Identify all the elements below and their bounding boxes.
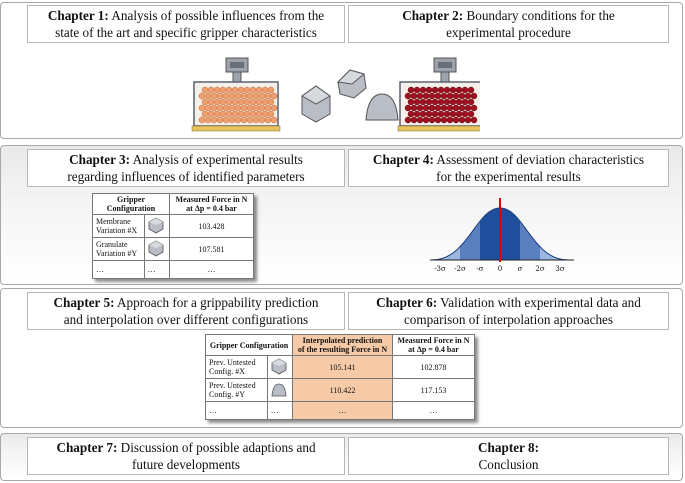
row-name: Membrane Variation #X <box>92 214 145 238</box>
row-measured: 102.878 <box>392 355 475 379</box>
chapter-4-box: Chapter 4: Assessment of deviation chara… <box>348 149 669 187</box>
chapter-4-text-2: for the experimental results <box>436 169 581 184</box>
chapter-8-label: Chapter 8: <box>478 440 539 455</box>
row-measured: 117.153 <box>392 378 475 402</box>
chapter-1-text-1: Analysis of possible influences from the <box>108 8 325 23</box>
row-value: … <box>169 260 254 279</box>
gripper-configuration-header: Gripper Configuration <box>92 193 170 215</box>
measured-header-line1: Measured Force in N <box>397 336 470 345</box>
chapter-1-box: Chapter 1: Analysis of possible influenc… <box>27 5 345 43</box>
measured-force-header: Measured Force in N at Δp = 0.4 bar <box>392 334 475 356</box>
interpolated-header-line1: Interpolated prediction <box>302 336 383 345</box>
measured-force-header-line2: at Δp = 0.4 bar <box>186 204 237 213</box>
row-value: 107.581 <box>169 237 254 261</box>
tick-0: 0 <box>498 265 502 273</box>
orange-granulate-container-icon <box>191 57 281 132</box>
chapter-8-box: Chapter 8: Conclusion <box>348 437 669 475</box>
chapter-2-label: Chapter 2: <box>402 8 464 23</box>
gripper-icon <box>143 214 171 238</box>
gripper-configuration-header: Gripper Configuration <box>205 334 293 356</box>
chapter-3-text-1: Analysis of experimental results <box>130 152 303 167</box>
table-header-row: Gripper Configuration Measured Force in … <box>92 193 254 215</box>
row-name: Granulate Variation #Y <box>92 237 145 261</box>
gripper-shapes-icon <box>301 69 399 123</box>
tick-p1: σ <box>518 265 523 273</box>
measurement-table: Gripper Configuration Measured Force in … <box>92 193 254 279</box>
tick-m2: -2σ <box>454 265 466 273</box>
chapter-5-text-2: and interpolation over different configu… <box>63 312 309 327</box>
row-value: 103.428 <box>169 214 254 238</box>
normal-distribution-chart: -3σ -2σ -σ 0 σ 2σ 3σ <box>430 198 574 273</box>
table-row: Prev. Untested Config. #Y 110.422 117.15… <box>205 378 475 402</box>
chapter-4-label: Chapter 4: <box>372 152 434 167</box>
chapter-4-text-1: Assessment of deviation characteristics <box>433 152 645 167</box>
measured-force-header: Measured Force in N at Δp = 0.4 bar <box>169 193 254 215</box>
red-granulate-container-icon <box>397 57 480 132</box>
table-header-row: Gripper Configuration Interpolated predi… <box>205 334 475 356</box>
chapter-1-label: Chapter 1: <box>47 8 109 23</box>
interpolated-header-line2: of the resulting Force in N <box>297 345 388 354</box>
row-icon: … <box>266 401 294 420</box>
row-name: Prev. Untested Config. #X <box>205 355 268 379</box>
experiment-illustration <box>191 57 480 132</box>
chapter-3-text-2: regarding influences of identified param… <box>67 169 305 184</box>
row-prediction: 110.422 <box>292 378 393 402</box>
tick-p2: 2σ <box>535 265 544 273</box>
table-row: Membrane Variation #X 103.428 <box>92 214 254 238</box>
row-prediction: 105.141 <box>292 355 393 379</box>
chapter-7-text-1: Discussion of possible adaptions and <box>117 440 316 455</box>
gripper-icon <box>266 355 294 379</box>
chapter-5-box: Chapter 5: Approach for a grippability p… <box>27 292 345 330</box>
chapter-2-text-2: experimental procedure <box>446 25 571 40</box>
chapter-8-text: Conclusion <box>478 457 539 472</box>
row-prediction: … <box>292 401 393 420</box>
tick-p3: 3σ <box>555 265 564 273</box>
chapter-7-box: Chapter 7: Discussion of possible adapti… <box>27 437 345 475</box>
tick-m1: -σ <box>476 265 483 273</box>
row-name: … <box>92 260 145 279</box>
chapter-6-text-2: comparison of interpolation approaches <box>403 312 614 327</box>
chapter-2-text-1: Boundary conditions for the <box>463 8 615 23</box>
row-name: Prev. Untested Config. #Y <box>205 378 268 402</box>
gripper-icon <box>143 237 171 261</box>
chapter-5-label: Chapter 5: <box>53 295 115 310</box>
tick-m3: -3σ <box>434 265 446 273</box>
gripper-icon <box>266 378 294 402</box>
chapter-5-text-1: Approach for a grippability prediction <box>114 295 319 310</box>
chapter-6-text-1: Validation with experimental data and <box>437 295 641 310</box>
prediction-table: Gripper Configuration Interpolated predi… <box>205 334 475 420</box>
measured-header-line2: at Δp = 0.4 bar <box>408 345 459 354</box>
chapter-3-label: Chapter 3: <box>69 152 131 167</box>
chapter-1-text-2: state of the art and specific gripper ch… <box>55 25 317 40</box>
row-measured: … <box>392 401 475 420</box>
chapter-6-label: Chapter 6: <box>376 295 438 310</box>
table-row: … … … <box>92 260 254 279</box>
chapter-3-box: Chapter 3: Analysis of experimental resu… <box>27 149 345 187</box>
chapter-7-label: Chapter 7: <box>56 440 118 455</box>
chapter-2-box: Chapter 2: Boundary conditions for the e… <box>348 5 669 43</box>
table-row: Prev. Untested Config. #X 105.141 102.87… <box>205 355 475 379</box>
table-row: Granulate Variation #Y 107.581 <box>92 237 254 261</box>
table-row: … … … … <box>205 401 475 420</box>
interpolated-prediction-header: Interpolated prediction of the resulting… <box>292 334 393 356</box>
chapter-6-box: Chapter 6: Validation with experimental … <box>348 292 669 330</box>
measured-force-header-line1: Measured Force in N <box>175 195 248 204</box>
chapter-7-text-2: future developments <box>131 457 241 472</box>
row-name: … <box>205 401 268 420</box>
row-icon: … <box>143 260 171 279</box>
